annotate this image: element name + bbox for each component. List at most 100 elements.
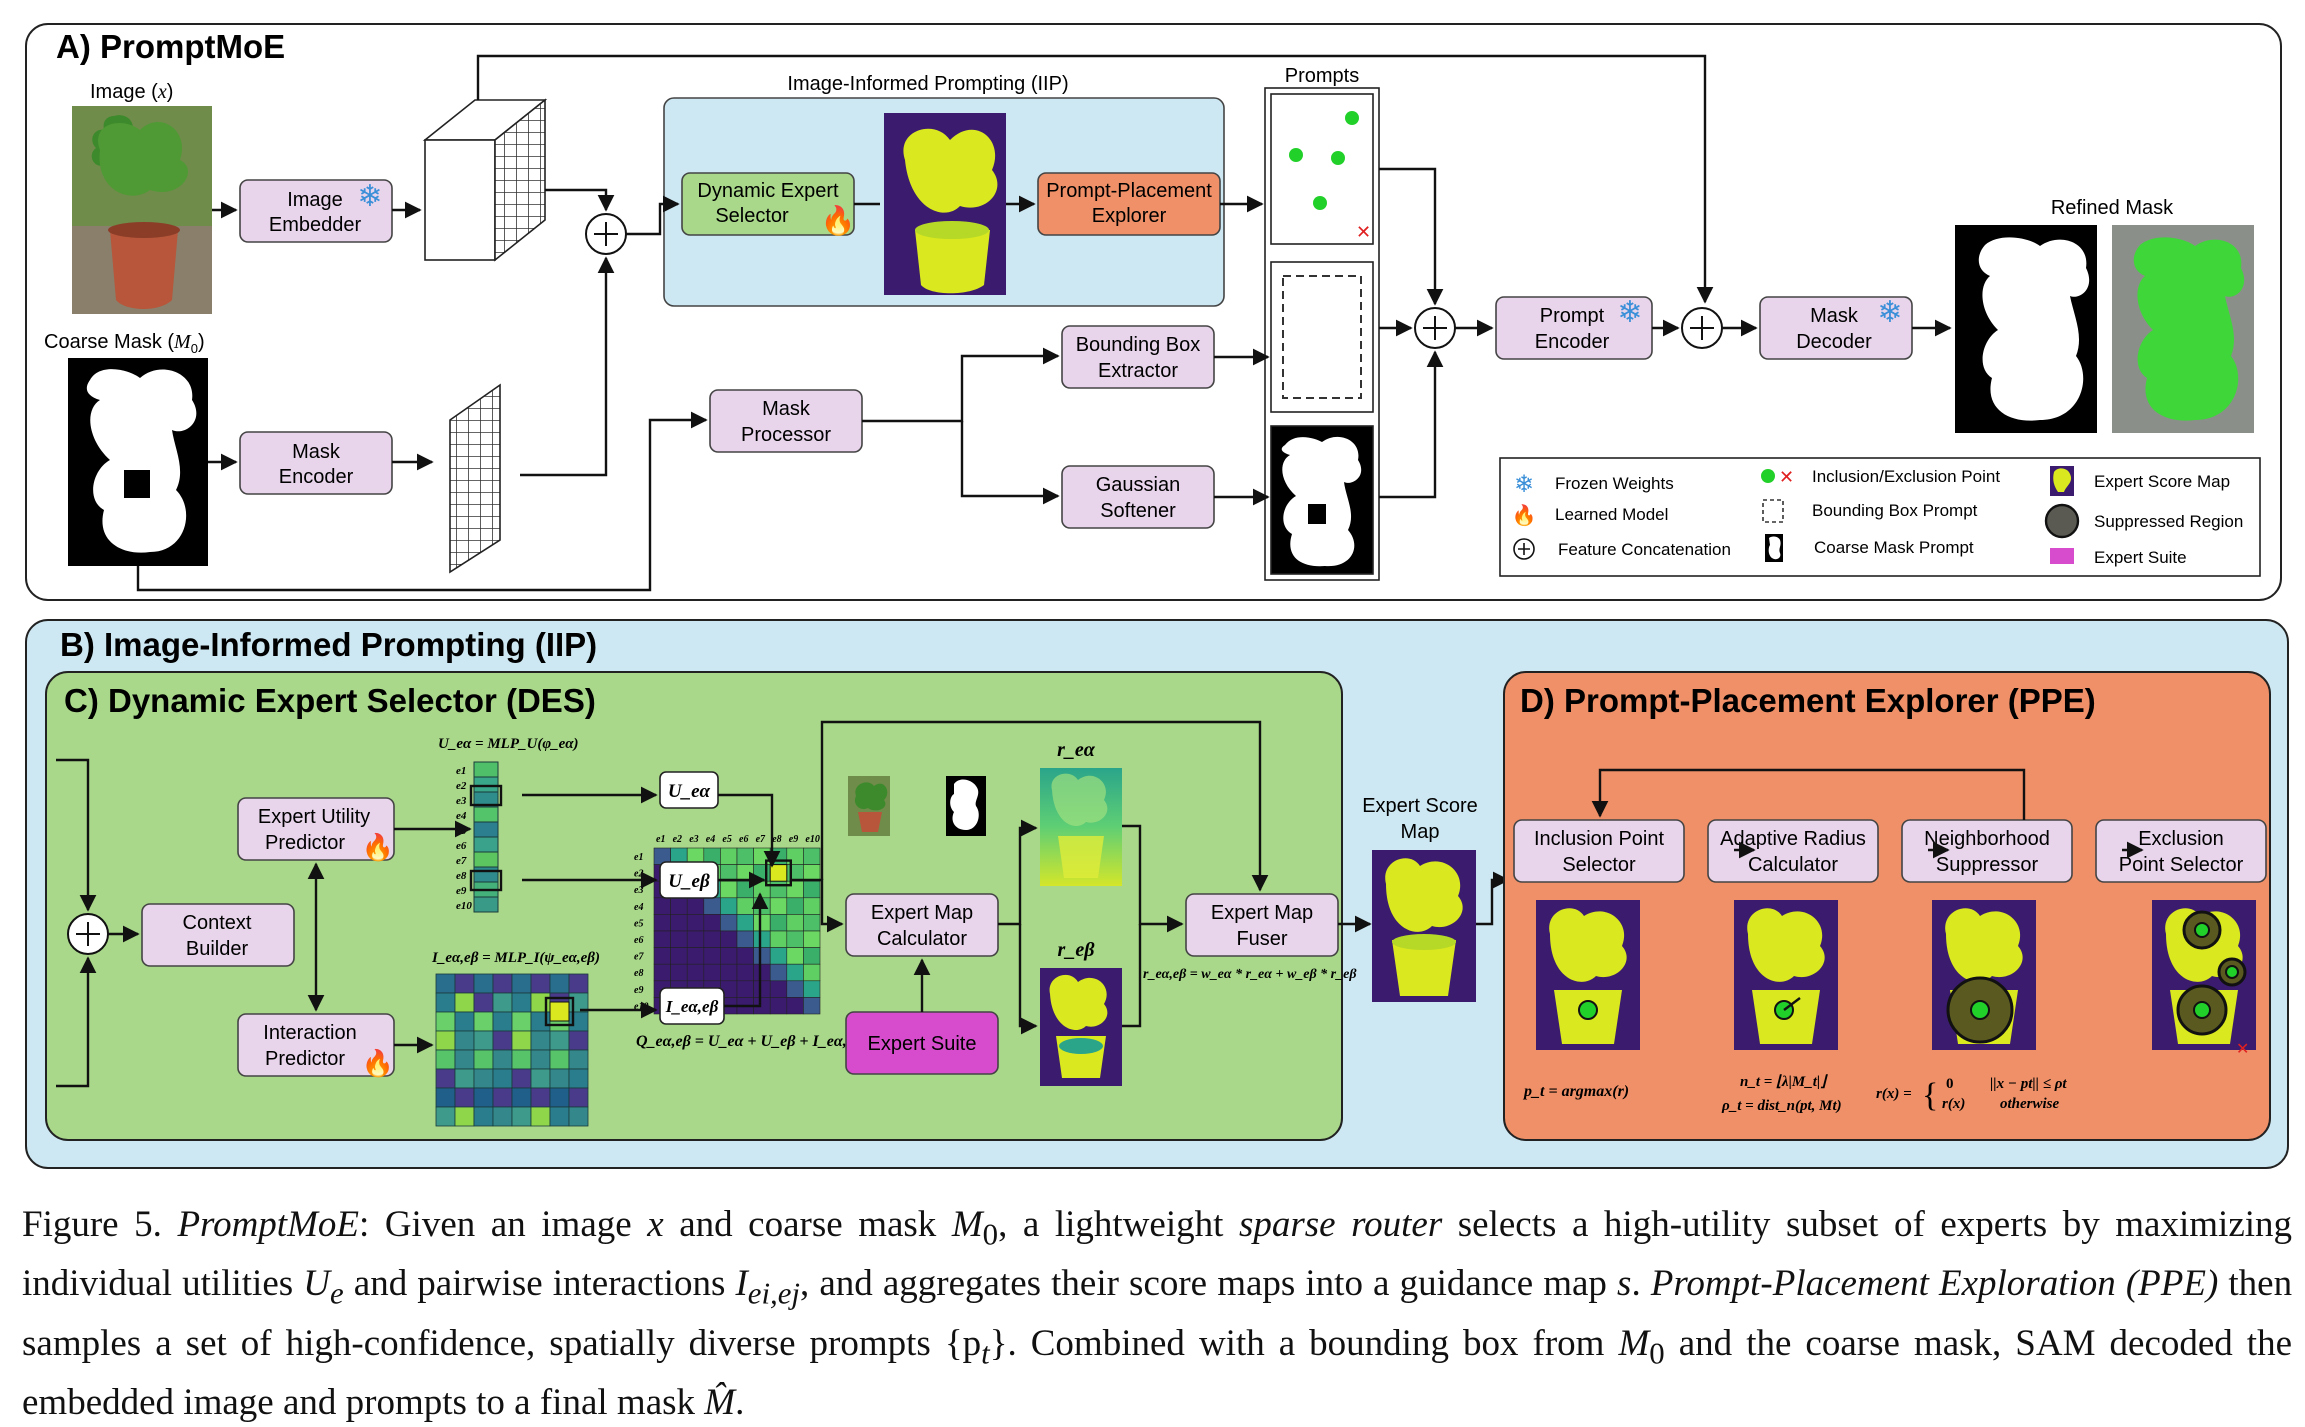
- i-ab-label: I_eα,eβ: [665, 997, 719, 1016]
- interaction-cell: [549, 1106, 570, 1127]
- mask-processor-label: Mask: [762, 398, 811, 420]
- q-cell: [736, 847, 754, 865]
- caption-text: , a lightweight: [998, 1204, 1224, 1245]
- interaction-cell: [473, 1030, 494, 1051]
- snowflake-icon: ❄: [1514, 471, 1534, 498]
- utility-formula: U_eα = MLP_U(φ_eα): [438, 736, 579, 752]
- ppe-step-label: Calculator: [1748, 854, 1838, 876]
- utility-cell: [473, 821, 499, 838]
- coarse-mask-label: Coarse Mask (M0): [44, 331, 205, 356]
- ppe-formula-3-d: otherwise: [2000, 1096, 2060, 1112]
- expert-id-label: e6: [739, 834, 748, 845]
- score-map-label-2: Map: [1401, 821, 1440, 843]
- ppe-formula-3-brace: {: [1922, 1077, 1938, 1114]
- q-cell: [720, 880, 738, 899]
- expert-map-calc-label: Expert Map: [871, 902, 973, 924]
- q-hot-cell: [769, 864, 788, 882]
- q-cell: [786, 980, 804, 998]
- panel-c-arrows: [56, 720, 1510, 1088]
- ppe-step-rect: [1513, 819, 1685, 883]
- interaction-cell: [473, 973, 494, 994]
- interaction-cell: [492, 1106, 513, 1127]
- expert-id-label: e1: [656, 834, 665, 845]
- suppressed-region-icon: [2044, 503, 2080, 539]
- q-cell: [653, 914, 671, 932]
- interaction-cell: [549, 1068, 570, 1089]
- inclusion-point: [1313, 196, 1327, 210]
- q-cell: [736, 897, 754, 915]
- interaction-cell: [530, 1030, 551, 1051]
- mask-encoder-label-2: Encoder: [279, 466, 354, 488]
- caption-math: U: [303, 1263, 330, 1305]
- legend-mask-prompt: Coarse Mask Prompt: [1814, 538, 1974, 557]
- interaction-cell: [454, 1049, 475, 1070]
- q-cell: [703, 947, 721, 965]
- u-beta-label: U_eβ: [668, 871, 710, 892]
- q-cell: [753, 980, 771, 998]
- expert-id-label: e1: [634, 852, 643, 863]
- expert-id-label: e7: [634, 952, 644, 963]
- fire-icon: 🔥: [362, 1048, 394, 1078]
- coarse-mask-image: [68, 358, 208, 566]
- caption-text: and pairwise interactions: [353, 1263, 726, 1305]
- q-cell: [803, 864, 821, 882]
- expert-id-label: e4: [706, 834, 715, 845]
- interaction-cell: [454, 1068, 475, 1089]
- expert-id-label: e2: [456, 780, 467, 792]
- expert-suite-label: Expert Suite: [868, 1033, 977, 1055]
- ppe-label-2: Explorer: [1092, 205, 1167, 227]
- q-cell: [736, 947, 754, 965]
- des-label-2: Selector: [715, 205, 789, 227]
- caption-text: and the coarse mask, SAM decoded the emb…: [22, 1322, 2293, 1424]
- interaction-cell: [473, 1106, 494, 1127]
- interaction-cell: [492, 1068, 513, 1089]
- ppe-step-rect: [2095, 819, 2267, 883]
- interaction-cell: [454, 1011, 475, 1032]
- interaction-formula: I_eα,eβ = MLP_I(ψ_eα,eβ): [431, 950, 600, 966]
- q-cell: [786, 897, 804, 915]
- q-cell: [803, 980, 821, 998]
- concat-icon: [67, 913, 109, 955]
- interaction-cell: [454, 1087, 475, 1108]
- q-cell: [736, 930, 754, 948]
- caption-math: x: [647, 1204, 664, 1245]
- caption-text: .: [1631, 1263, 1641, 1305]
- interaction-cell: [435, 992, 456, 1013]
- q-cell: [720, 847, 738, 865]
- q-cell: [670, 930, 688, 948]
- interaction-cell: [492, 1011, 513, 1032]
- expert-suite-icon: [2050, 548, 2074, 564]
- ppe-step-label: Neighborhood: [1924, 828, 2050, 850]
- q-cell: [753, 914, 771, 932]
- caption-math: {p: [944, 1322, 982, 1364]
- q-cell: [753, 897, 771, 915]
- interaction-cell: [511, 1087, 532, 1108]
- ppe-step-label: Inclusion Point: [1534, 828, 1665, 850]
- caption-text: , and aggregates their score maps into a…: [800, 1263, 1607, 1305]
- u-alpha-tag: [659, 771, 719, 809]
- refined-mask-label: Refined Mask: [2051, 197, 2174, 219]
- utility-vector: [469, 761, 503, 913]
- q-cell: [803, 914, 821, 932]
- q-cell: [753, 947, 771, 965]
- caption-text: selects a high-utility subset of experts…: [22, 1204, 2293, 1305]
- interaction-cell: [549, 1049, 570, 1070]
- q-cell: [786, 864, 804, 882]
- q-cell: [786, 947, 804, 965]
- q-cell: [703, 930, 721, 948]
- caption-emph: sparse router: [1238, 1204, 1443, 1245]
- q-formula: Q_eα,eβ = U_eα + U_eβ + I_eα,eβ: [636, 1033, 863, 1050]
- caption-math-sub: 0: [1649, 1336, 1665, 1371]
- utility-predictor-label-2: Predictor: [265, 832, 345, 854]
- interaction-cell: [530, 1106, 551, 1127]
- image-embedder-label-2: Embedder: [269, 214, 362, 236]
- interaction-cell: [530, 1049, 551, 1070]
- inclusion-point-icon: [1761, 469, 1775, 483]
- interaction-cell: [492, 992, 513, 1013]
- legend-learned: Learned Model: [1555, 505, 1668, 524]
- interaction-cell: [568, 973, 589, 994]
- expert-map-fuser-label: Expert Map: [1211, 902, 1313, 924]
- expert-id-label: e3: [634, 885, 643, 896]
- q-cell: [703, 914, 721, 932]
- interaction-cell: [473, 1049, 494, 1070]
